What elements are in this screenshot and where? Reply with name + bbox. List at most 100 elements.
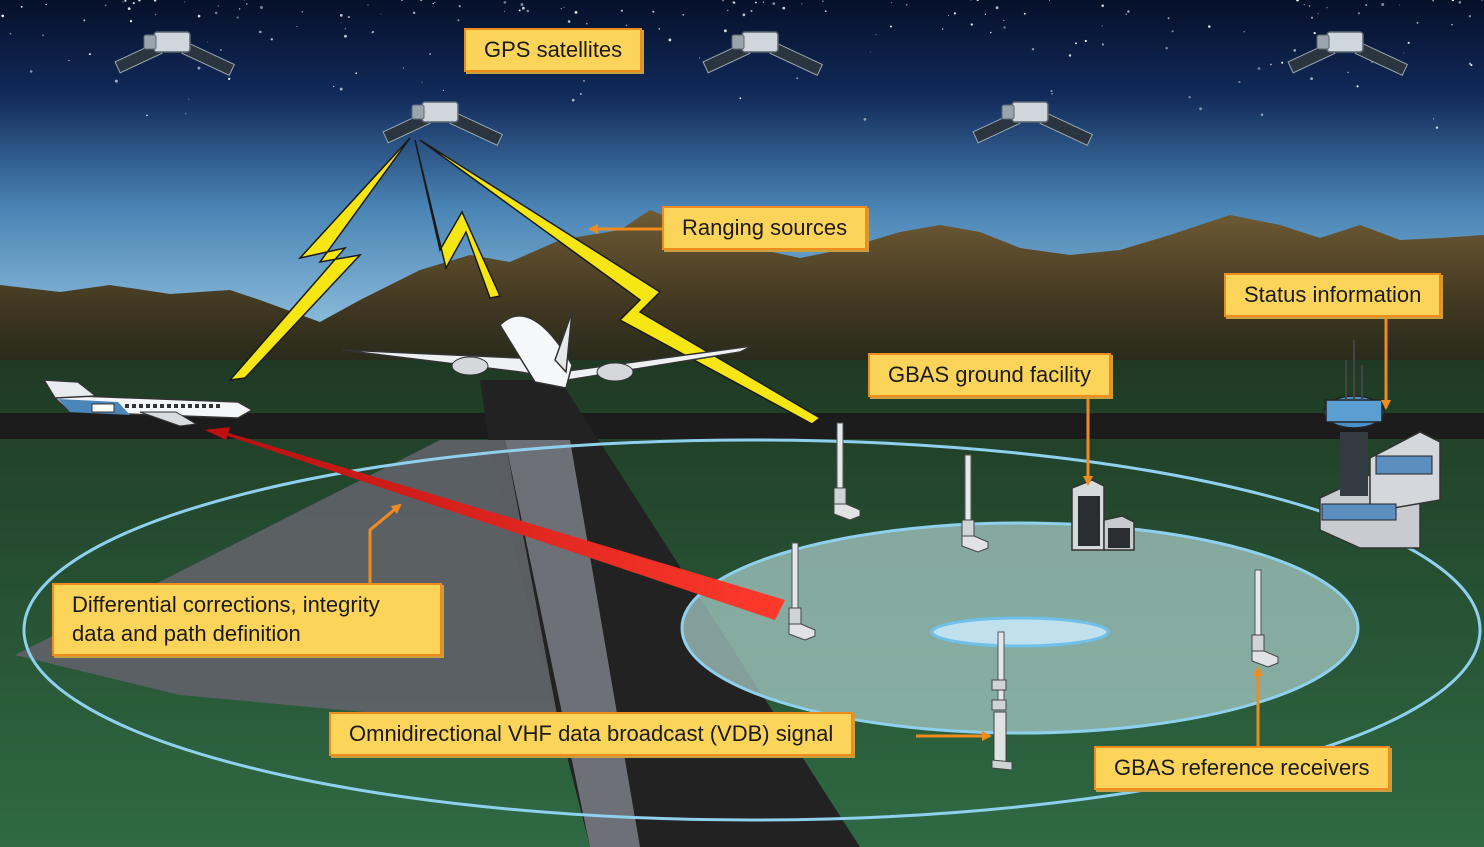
star bbox=[739, 97, 742, 100]
star bbox=[990, 31, 992, 34]
star bbox=[583, 80, 585, 82]
star bbox=[1296, 0, 1299, 2]
star bbox=[1243, 31, 1245, 33]
star bbox=[217, 5, 220, 7]
star bbox=[891, 2, 893, 4]
star bbox=[344, 28, 346, 30]
star bbox=[869, 51, 871, 53]
antenna-icon bbox=[991, 631, 1013, 771]
star bbox=[1381, 3, 1385, 6]
star bbox=[750, 9, 753, 13]
star bbox=[1238, 81, 1241, 84]
star bbox=[270, 38, 273, 41]
star bbox=[652, 10, 655, 13]
star bbox=[68, 59, 70, 62]
star bbox=[29, 70, 33, 73]
star bbox=[259, 30, 262, 34]
star bbox=[458, 5, 461, 8]
star bbox=[1451, 24, 1453, 26]
star bbox=[1, 14, 5, 18]
star bbox=[754, 1, 757, 4]
star bbox=[772, 2, 776, 5]
star bbox=[153, 0, 157, 2]
star bbox=[863, 118, 867, 121]
star bbox=[1356, 85, 1359, 88]
differential-corrections-label: Differential corrections, integrity data… bbox=[52, 583, 442, 656]
star bbox=[1310, 77, 1314, 81]
star bbox=[434, 1, 436, 3]
star bbox=[995, 6, 999, 10]
star bbox=[1257, 67, 1261, 70]
star bbox=[1347, 71, 1349, 74]
lightning-signal-icon bbox=[228, 137, 822, 425]
star bbox=[129, 19, 133, 23]
star bbox=[1167, 17, 1170, 20]
star bbox=[1101, 43, 1104, 46]
star bbox=[1470, 64, 1473, 67]
star bbox=[197, 14, 201, 18]
ranging-sources-label: Ranging sources bbox=[662, 206, 868, 250]
star bbox=[236, 16, 239, 19]
vdb-beam-arrowhead bbox=[205, 427, 230, 440]
star bbox=[42, 34, 44, 37]
star bbox=[333, 85, 335, 88]
star bbox=[518, 9, 521, 12]
star bbox=[219, 49, 222, 51]
coverage-ring-center bbox=[930, 616, 1110, 648]
star bbox=[432, 2, 434, 5]
star bbox=[727, 9, 729, 12]
star bbox=[1458, 1, 1462, 4]
star bbox=[1125, 13, 1127, 15]
star bbox=[905, 3, 908, 6]
star bbox=[154, 13, 157, 16]
star bbox=[1407, 41, 1410, 45]
star bbox=[402, 67, 405, 69]
star bbox=[1101, 4, 1104, 7]
star bbox=[367, 4, 369, 6]
airplane-icon bbox=[42, 379, 254, 427]
star bbox=[723, 29, 727, 33]
star bbox=[1199, 107, 1203, 111]
star bbox=[563, 6, 565, 9]
star bbox=[1003, 26, 1006, 29]
star bbox=[185, 113, 187, 115]
star bbox=[567, 20, 571, 23]
star bbox=[976, 0, 979, 2]
star bbox=[1313, 31, 1316, 35]
star bbox=[1399, 4, 1401, 6]
star bbox=[122, 1, 124, 3]
star bbox=[682, 13, 685, 16]
star bbox=[890, 25, 892, 28]
gbas-ground-facility-label: GBAS ground facility bbox=[868, 353, 1111, 397]
star bbox=[260, 6, 263, 9]
star bbox=[1281, 61, 1284, 64]
star bbox=[668, 38, 672, 42]
star bbox=[1416, 21, 1419, 24]
star bbox=[420, 0, 423, 2]
star bbox=[941, 28, 944, 30]
star bbox=[401, 0, 403, 1]
star bbox=[526, 9, 530, 13]
building-icon bbox=[1071, 479, 1135, 551]
star bbox=[132, 1, 135, 5]
star bbox=[586, 22, 588, 25]
star bbox=[371, 30, 375, 33]
vdb-signal-label: Omnidirectional VHF data broadcast (VDB)… bbox=[329, 712, 854, 756]
star bbox=[124, 0, 127, 2]
star bbox=[1260, 113, 1264, 116]
star bbox=[520, 3, 524, 6]
star bbox=[1432, 118, 1435, 120]
star bbox=[1435, 126, 1439, 129]
star bbox=[1075, 42, 1077, 45]
star bbox=[339, 87, 343, 91]
callout-arrows bbox=[368, 224, 1391, 748]
star bbox=[699, 57, 700, 59]
star bbox=[658, 28, 661, 30]
star bbox=[457, 19, 460, 22]
star bbox=[1303, 4, 1305, 6]
star bbox=[721, 0, 725, 2]
star bbox=[1270, 63, 1272, 66]
star bbox=[948, 14, 950, 16]
star bbox=[1048, 0, 1051, 2]
star bbox=[146, 114, 148, 117]
